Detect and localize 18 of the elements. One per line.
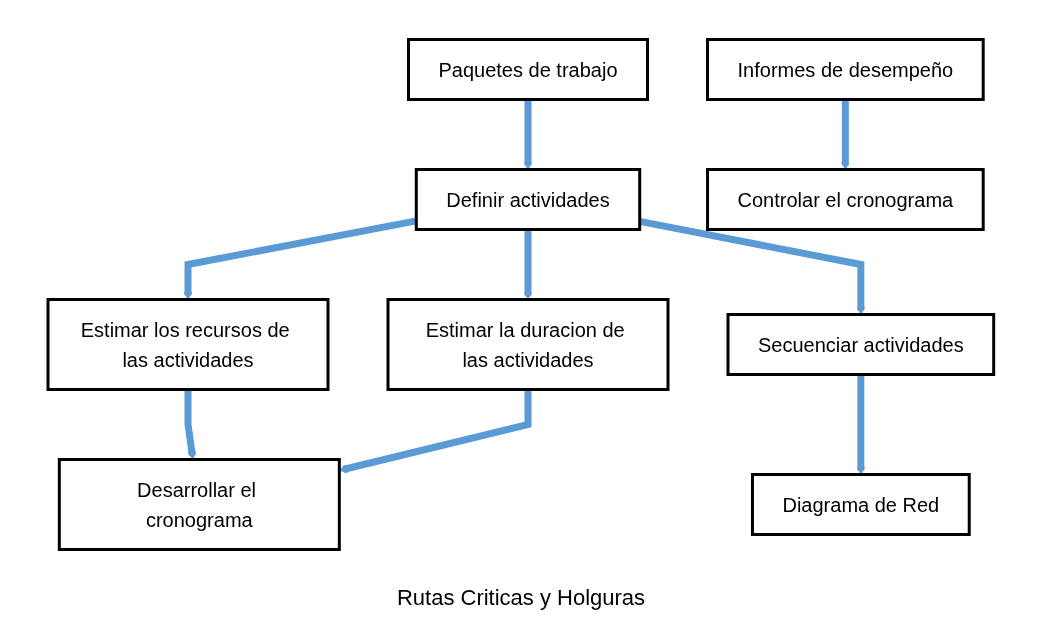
node-box: Diagrama de Red	[751, 473, 971, 536]
node-box: Estimar los recursos de las actividades	[46, 298, 330, 391]
node-box: Informes de desempeño	[706, 38, 985, 101]
arrow	[841, 99, 850, 170]
arrow	[184, 389, 197, 460]
node-box: Controlar el cronograma	[706, 168, 985, 231]
arrow	[339, 389, 532, 473]
arrow	[639, 217, 866, 315]
node-box: Paquetes de trabajo	[407, 38, 650, 101]
note-text: Rutas Criticas y Holguras	[396, 585, 646, 611]
node-box: Secuenciar actividades	[726, 313, 996, 376]
node-box: Definir actividades	[414, 168, 642, 231]
arrow	[523, 229, 533, 300]
arrow	[856, 374, 866, 475]
arrow	[183, 217, 418, 300]
arrow	[523, 99, 533, 170]
node-box: Estimar la duracion de las actividades	[386, 298, 670, 391]
node-box: Desarrollar el cronograma	[58, 458, 341, 551]
